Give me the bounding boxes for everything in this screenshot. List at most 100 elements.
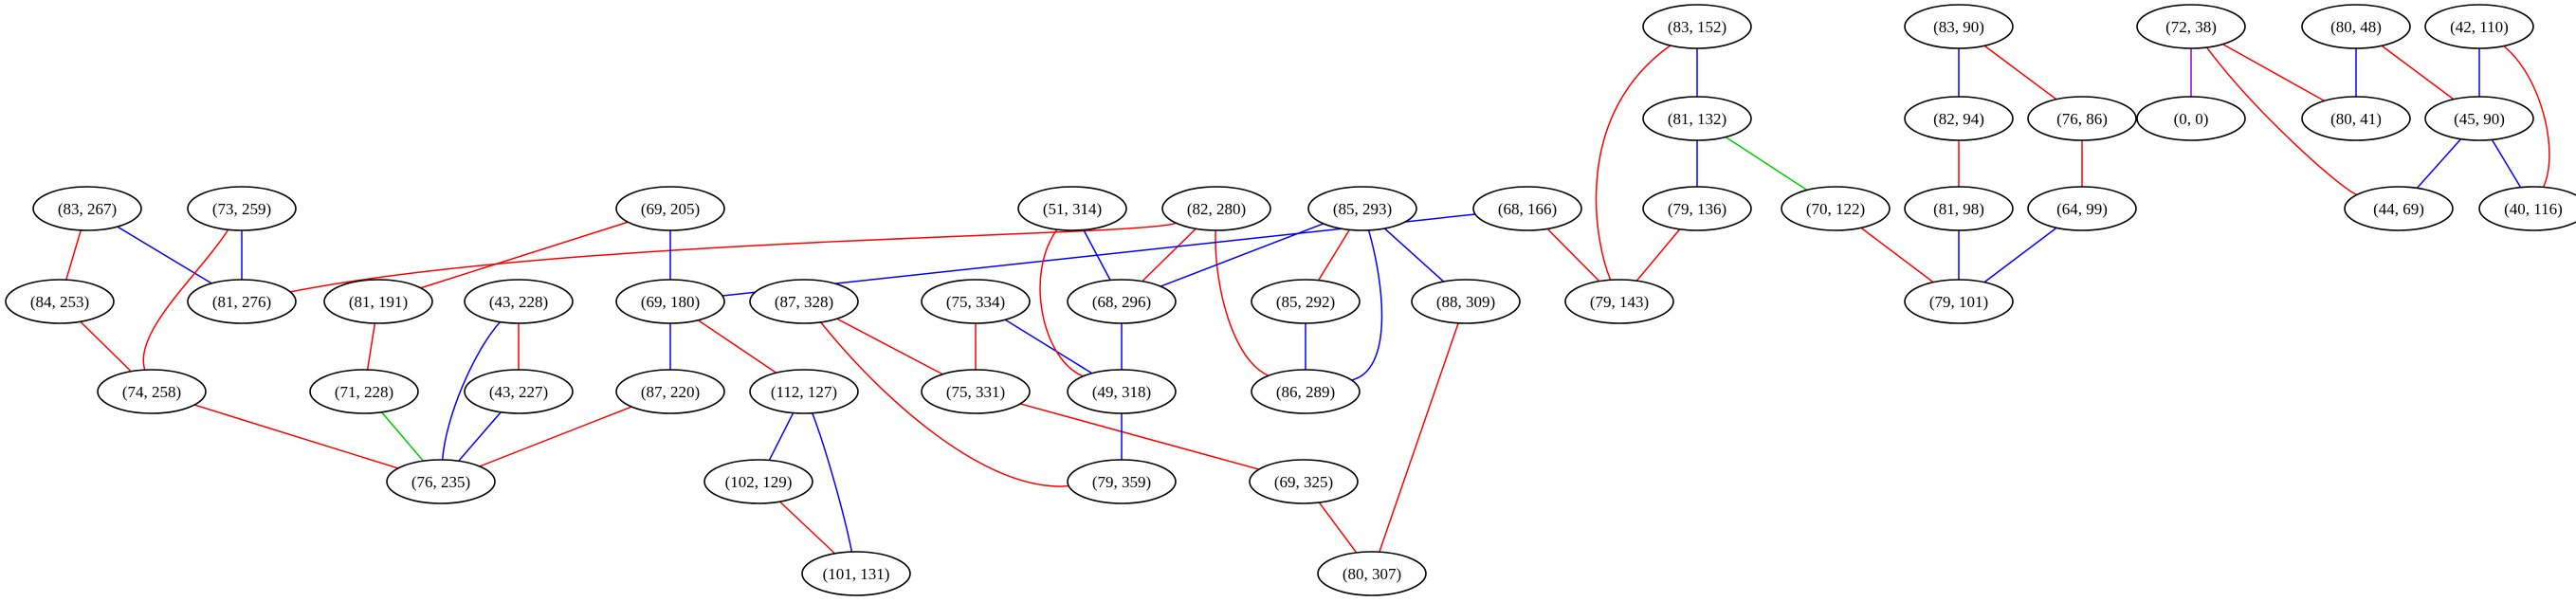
node-ellipse <box>464 279 574 324</box>
node-label: (87, 220) <box>641 383 700 401</box>
graph-node: (69, 180) <box>615 279 725 324</box>
node-ellipse <box>1307 186 1417 231</box>
graph-node: (80, 307) <box>1317 551 1427 596</box>
node-ellipse <box>1251 369 1361 414</box>
edge-n79_136-n79_143 <box>1635 228 1681 282</box>
node-label: (44, 69) <box>2373 200 2424 218</box>
node-label: (81, 191) <box>349 293 408 311</box>
edge-n43_227-n76_235 <box>458 411 502 462</box>
node-label: (79, 359) <box>1092 473 1151 491</box>
node-label: (73, 259) <box>212 200 271 218</box>
graph-node: (64, 99) <box>2027 186 2137 231</box>
graph-node: (75, 334) <box>921 279 1031 324</box>
graph-node: (83, 152) <box>1642 4 1752 49</box>
node-ellipse <box>1317 551 1427 596</box>
graph-node: (82, 280) <box>1161 186 1271 231</box>
node-ellipse <box>464 369 574 414</box>
edge-n43_228-n76_235 <box>441 321 502 461</box>
edge-n69_325-n80_307 <box>1318 502 1358 554</box>
edge-n80_48-n45_90 <box>2381 45 2455 100</box>
node-ellipse <box>1251 279 1361 324</box>
edge-n87_328-n79_359 <box>820 321 1069 487</box>
node-label: (68, 166) <box>1498 200 1557 218</box>
node-ellipse <box>2136 4 2246 49</box>
node-label: (80, 48) <box>2330 18 2382 36</box>
node-label: (70, 122) <box>1806 200 1865 218</box>
graph-node: (72, 38) <box>2136 4 2246 49</box>
node-ellipse <box>1904 4 2014 49</box>
edge-n45_90-n44_69 <box>2416 138 2462 189</box>
graph-node: (85, 293) <box>1307 186 1417 231</box>
graph-node: (81, 276) <box>187 279 297 324</box>
edge-n69_180-n112_127 <box>697 319 777 374</box>
node-ellipse <box>97 369 207 414</box>
node-ellipse <box>1642 186 1752 231</box>
graph-node: (51, 314) <box>1017 186 1127 231</box>
edge-n72_38-n44_69 <box>2205 46 2358 196</box>
node-label: (85, 293) <box>1333 200 1392 218</box>
node-ellipse <box>921 369 1031 414</box>
node-ellipse <box>187 186 297 231</box>
graph-node: (68, 166) <box>1472 186 1582 231</box>
node-label: (81, 98) <box>1933 200 1984 218</box>
node-label: (69, 205) <box>641 200 700 218</box>
edges-layer <box>65 43 2550 555</box>
edge-n72_38-n80_41 <box>2222 43 2325 102</box>
node-ellipse <box>1067 369 1177 414</box>
node-ellipse <box>2424 96 2534 141</box>
node-ellipse <box>615 186 725 231</box>
node-ellipse <box>1161 186 1271 231</box>
graph-node: (70, 122) <box>1781 186 1891 231</box>
node-ellipse <box>615 279 725 324</box>
node-ellipse <box>1904 279 2014 324</box>
node-label: (112, 127) <box>771 383 837 401</box>
edge-n85_293-n68_296 <box>1160 223 1325 287</box>
graph-node: (69, 325) <box>1249 459 1359 504</box>
node-ellipse <box>615 369 725 414</box>
edge-n73_259-n74_258 <box>142 228 229 371</box>
graph-node: (86, 289) <box>1251 369 1361 414</box>
edge-n75_334-n49_318 <box>1004 319 1093 374</box>
graph-node: (87, 220) <box>615 369 725 414</box>
node-label: (51, 314) <box>1043 200 1102 218</box>
edge-n85_293-n88_309 <box>1383 228 1445 283</box>
node-label: (83, 90) <box>1933 18 1984 36</box>
node-label: (79, 136) <box>1668 200 1726 218</box>
node-ellipse <box>386 459 496 504</box>
node-ellipse <box>1411 279 1521 324</box>
node-label: (75, 331) <box>946 383 1005 401</box>
edge-n82_280-n86_289 <box>1215 229 1270 376</box>
node-ellipse <box>749 279 859 324</box>
graph-node: (74, 258) <box>97 369 207 414</box>
node-label: (71, 228) <box>335 383 393 401</box>
graph-node: (83, 90) <box>1904 4 2014 49</box>
node-label: (79, 143) <box>1590 293 1649 311</box>
graph-node: (81, 132) <box>1642 96 1752 141</box>
edge-n42_110-n40_116 <box>2503 45 2550 188</box>
node-label: (68, 296) <box>1092 293 1151 311</box>
graph-node: (42, 110) <box>2424 4 2534 49</box>
graph-node: (112, 127) <box>749 369 859 414</box>
edge-n82_280-n81_276 <box>290 222 1177 293</box>
node-ellipse <box>309 369 419 414</box>
edge-n82_280-n68_296 <box>1142 228 1197 283</box>
graph-node: (79, 136) <box>1642 186 1752 231</box>
node-label: (79, 101) <box>1929 293 1988 311</box>
node-label: (81, 276) <box>212 293 271 311</box>
edge-n87_220-n76_235 <box>479 406 632 467</box>
node-label: (43, 227) <box>489 383 548 401</box>
node-label: (87, 328) <box>775 293 833 311</box>
node-label: (0, 0) <box>2174 110 2209 128</box>
node-ellipse <box>2301 96 2411 141</box>
edge-n69_205-n81_191 <box>420 221 629 289</box>
edge-n84_253-n74_258 <box>80 320 132 373</box>
node-ellipse <box>2301 4 2411 49</box>
node-label: (83, 152) <box>1668 18 1726 36</box>
graph-node: (102, 129) <box>703 459 813 504</box>
graph-node: (43, 228) <box>464 279 574 324</box>
node-label: (83, 267) <box>58 200 117 218</box>
graph-node: (101, 131) <box>801 551 911 596</box>
node-label: (69, 325) <box>1274 473 1333 491</box>
graph-node: (40, 116) <box>2478 186 2576 231</box>
